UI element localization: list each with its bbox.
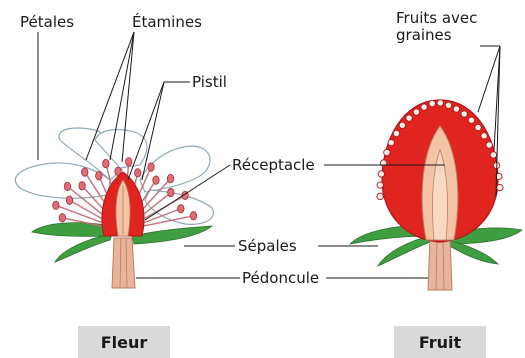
label-receptacle: Réceptacle (232, 156, 315, 174)
seed (377, 182, 383, 188)
seed (475, 124, 481, 130)
caption-fleur: Fleur (78, 326, 170, 358)
stamen-anther (64, 182, 70, 190)
label-petales: Pétales (20, 13, 74, 31)
seed (481, 133, 487, 139)
label-fruits-line2: graines (396, 27, 477, 44)
label-fruits-avec-graines: Fruits avec graines (396, 10, 477, 44)
stamen-anther (135, 169, 141, 177)
seed (413, 109, 419, 115)
seed (393, 130, 399, 136)
seed (490, 152, 496, 158)
seed (486, 142, 492, 148)
stamen-anther (96, 172, 102, 180)
label-fruits-line1: Fruits avec (396, 10, 477, 27)
label-sepales: Sépales (238, 237, 297, 255)
stamen-anther (53, 201, 59, 209)
label-etamines: Étamines (132, 13, 202, 31)
seed (406, 115, 412, 121)
seed (399, 122, 405, 128)
seed (388, 139, 394, 145)
stamen-anther (126, 158, 132, 166)
label-pistil: Pistil (192, 73, 227, 91)
seed (377, 193, 383, 199)
flower-illustration (15, 128, 213, 288)
stamen-anther (82, 168, 88, 176)
seed (497, 184, 503, 190)
stamen-anther (153, 176, 159, 184)
stamen-anther (59, 214, 65, 222)
seed (429, 100, 435, 106)
seed (453, 106, 459, 112)
flower-stem (112, 238, 135, 288)
seed (437, 100, 443, 106)
stamen-anther (168, 188, 174, 196)
seed (468, 117, 474, 123)
stamen-anther (178, 205, 184, 213)
seed (445, 102, 451, 108)
caption-fruit: Fruit (394, 326, 486, 358)
label-pedoncule: Pédoncule (242, 269, 319, 287)
stamen-anther (103, 159, 109, 167)
stamen-anther (79, 182, 85, 190)
stamen-anther (190, 212, 196, 220)
seed (421, 104, 427, 110)
seed (461, 111, 467, 117)
seed (384, 149, 390, 155)
fruit-stem (428, 238, 452, 290)
stamen-anther (167, 174, 173, 182)
stamen-anther (66, 196, 72, 204)
seed (378, 171, 384, 177)
stamen-anther (148, 163, 154, 171)
